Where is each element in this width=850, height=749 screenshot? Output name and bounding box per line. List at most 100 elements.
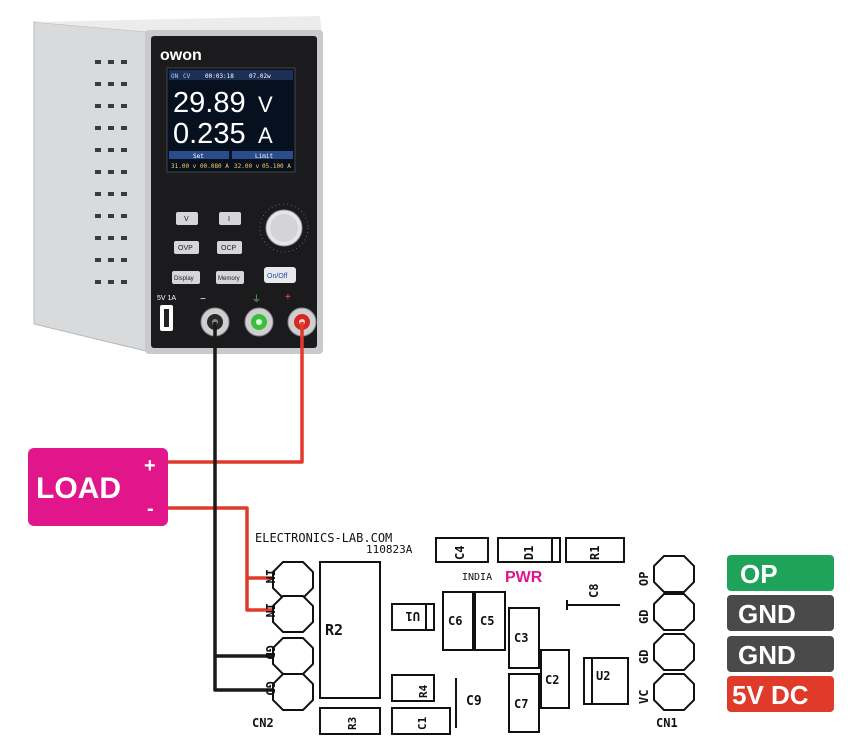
c3-label: C3	[514, 631, 528, 645]
on-off-button-label: On/Off	[267, 273, 288, 280]
legend-gnd-box-2	[727, 636, 834, 672]
c7-capacitor	[508, 673, 540, 733]
load-box	[28, 448, 168, 526]
pwr-led-label: PWR	[505, 569, 543, 586]
set-label: Set	[193, 153, 204, 160]
cn1-pin-1-label: OP	[637, 572, 651, 586]
legend-op-box	[727, 555, 834, 591]
pcb-silkscreen: ELECTRONICS-LAB.COM 110823A INDIA PWR IN…	[252, 531, 695, 735]
usb-label: 5V 1A	[157, 295, 176, 302]
c1-capacitor	[391, 707, 451, 735]
c9-label: C9	[466, 694, 482, 709]
c8-label: C8	[587, 584, 601, 598]
c6-label: C6	[448, 614, 462, 628]
legend-5vdc-box	[727, 676, 834, 712]
wire-psu-positive-to-load	[168, 322, 304, 464]
c3-capacitor	[508, 607, 540, 669]
limit-label: Limit	[255, 153, 273, 160]
c2-label: C2	[545, 673, 559, 687]
wire-psu-negative-to-gnd	[213, 322, 276, 692]
r2-label: R2	[325, 621, 343, 639]
psu-display: ON CV 00:03:18 07.02w 29.89 V 0.235 A Se…	[166, 67, 296, 173]
legend-gnd-label-1: GND	[738, 599, 796, 629]
cn2-pin-3-label: GD	[263, 645, 277, 659]
psu-brand-logo: owon	[160, 47, 202, 64]
cn2-pin-1-label: IN	[263, 569, 277, 583]
i-button-label: I	[228, 216, 230, 223]
ocp-button[interactable]	[217, 241, 242, 254]
c2-capacitor	[540, 649, 570, 709]
c7-label: C7	[514, 697, 528, 711]
terminal-minus-sign: −	[200, 294, 206, 305]
timer-readout: 00:03:18	[205, 73, 234, 80]
set-voltage: 31.00 v	[171, 163, 197, 170]
r1-resistor	[565, 537, 625, 563]
ocp-button-label: OCP	[221, 245, 237, 252]
voltage-unit: V	[258, 92, 273, 117]
limit-voltage: 32.00 v	[234, 163, 260, 170]
pcb-country-label: INDIA	[462, 572, 492, 583]
psu-side-panel	[33, 21, 151, 353]
power-readout: 07.02w	[249, 73, 271, 80]
r4-resistor	[391, 674, 435, 702]
v-button[interactable]	[176, 212, 198, 225]
u1-label: U1	[406, 609, 420, 623]
display-button[interactable]	[172, 271, 200, 284]
limit-current: 05.100 A	[262, 163, 291, 170]
current-unit: A	[258, 123, 273, 148]
status-cv: CV	[183, 73, 191, 80]
power-supply: owon ON CV 00:03:18 07.02w 29.89 V 0.235…	[33, 16, 323, 354]
on-off-button[interactable]	[264, 267, 296, 283]
wire-load-negative-to-in	[168, 506, 276, 580]
terminal-gnd-sign: ⏚	[252, 294, 261, 304]
display-button-label: Display	[174, 276, 194, 282]
i-button[interactable]	[219, 212, 241, 225]
cn1-pin-3-label: GD	[637, 650, 651, 664]
psu-top-panel	[34, 16, 322, 34]
cn2-connector	[272, 561, 314, 711]
load-label: LOAD	[36, 472, 121, 505]
memory-button-label: Memory	[218, 276, 240, 282]
load-minus-label: -	[147, 498, 154, 520]
r2-resistor	[319, 561, 381, 699]
wire-in-jumper	[245, 578, 276, 612]
r3-label: R3	[346, 717, 359, 730]
c1-label: C1	[416, 716, 429, 730]
legend-gnd-box-1	[727, 595, 834, 631]
memory-button[interactable]	[216, 271, 244, 284]
psu-vents	[95, 60, 127, 284]
adjust-knob[interactable]	[259, 203, 309, 253]
c4-capacitor	[435, 537, 489, 563]
voltage-readout: 29.89	[173, 87, 246, 119]
legend-5vdc-label: 5V DC	[732, 680, 809, 710]
cn2-pin-4-label: GD	[263, 681, 277, 695]
pcb-code-label: 110823A	[366, 543, 413, 556]
c4-label: C4	[453, 546, 467, 560]
d1-label: D1	[522, 546, 536, 560]
v-button-label: V	[184, 216, 189, 223]
r3-resistor	[319, 707, 381, 735]
legend-gnd-label-2: GND	[738, 640, 796, 670]
r1-label: R1	[588, 546, 602, 560]
wiring	[168, 322, 304, 692]
output-legend: OP GND GND 5V DC	[727, 555, 834, 712]
c5-capacitor	[474, 591, 506, 651]
ovp-button-label: OVP	[178, 245, 193, 252]
set-current: 00.080 A	[200, 163, 229, 170]
ground-terminal[interactable]	[244, 307, 274, 337]
ovp-button[interactable]	[174, 241, 199, 254]
legend-op-label: OP	[740, 559, 778, 589]
d1-diode	[497, 537, 561, 563]
u2-label: U2	[596, 669, 610, 683]
status-on: ON	[171, 73, 179, 80]
load-plus-label: +	[144, 455, 156, 477]
cn1-connector	[653, 555, 695, 711]
cn1-pin-4-label: VC	[637, 690, 651, 704]
r4-label: R4	[417, 684, 430, 698]
c5-label: C5	[480, 614, 494, 628]
c6-capacitor	[442, 591, 474, 651]
cn2-label: CN2	[252, 716, 274, 730]
cn1-pin-2-label: GD	[637, 610, 651, 624]
cn1-label: CN1	[656, 716, 678, 730]
pcb-site-label: ELECTRONICS-LAB.COM	[255, 531, 392, 545]
